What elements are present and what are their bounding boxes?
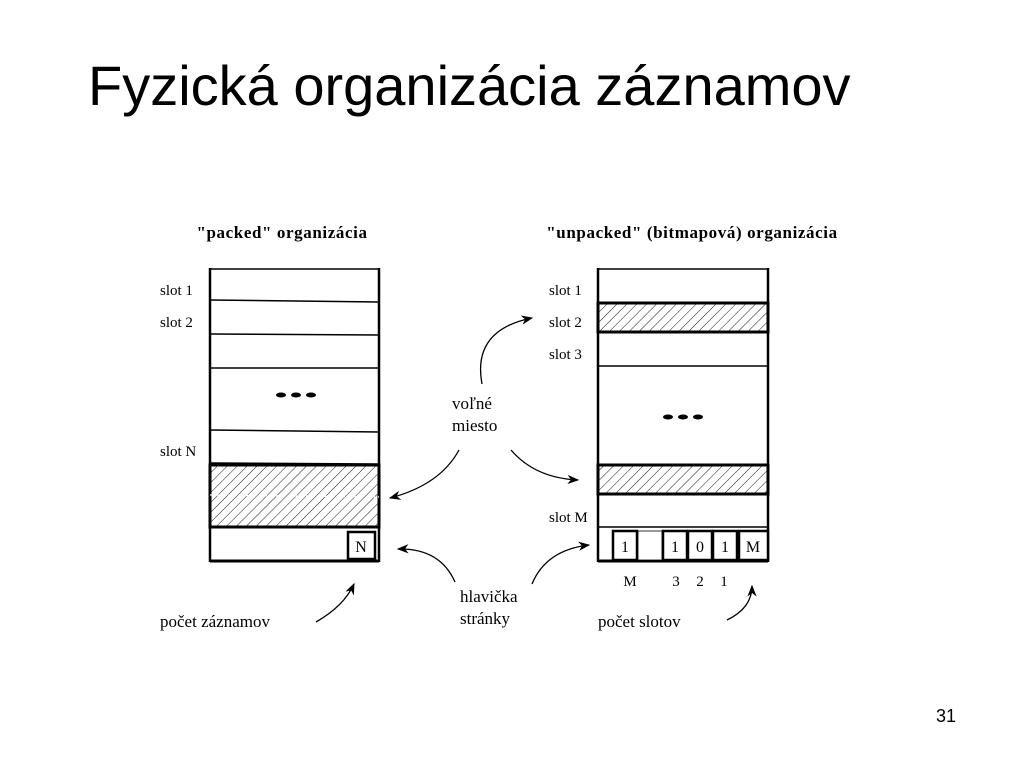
slide-title: Fyzická organizácia záznamov [88, 54, 851, 117]
packed-ellipsis [276, 392, 316, 398]
unpacked-empty-slot [596, 301, 770, 334]
unpacked-caption: počet slotov [598, 612, 681, 631]
packed-slot-divider [209, 429, 380, 433]
bitmap-slot-count: M [746, 539, 760, 556]
unpacked-free-space [596, 463, 770, 496]
free-space-label: voľné [452, 394, 492, 413]
free-space-label: miesto [452, 416, 497, 435]
bitmap-index: 3 [672, 574, 680, 590]
free-space-arrow [510, 449, 580, 485]
unpacked-slot-label: slot 3 [549, 347, 582, 363]
unpacked-page [596, 268, 770, 563]
bitmap-cell [611, 529, 639, 562]
unpacked-slot-label: slot 2 [549, 315, 582, 331]
unpacked-heading: "unpacked" (bitmapová) organizácia [546, 223, 837, 242]
bitmap-bit: 1 [671, 539, 679, 556]
packed-slot-divider [209, 333, 380, 336]
bitmap-bit: 1 [721, 539, 729, 556]
bitmap-index: 1 [720, 574, 728, 590]
page-header-arrow [396, 544, 456, 583]
packed-page [208, 268, 381, 563]
packed-slot-label: slot 2 [160, 315, 193, 331]
page-header-label: stránky [460, 609, 511, 628]
unpacked-caption-arrow [726, 584, 757, 621]
packed-heading: "packed" organizácia [196, 223, 367, 242]
packed-count-value: N [355, 539, 367, 556]
packed-slot-label: slot N [160, 444, 196, 460]
unpacked-slot-label: slot M [549, 510, 588, 526]
page-header-label: hlavička [460, 587, 518, 606]
bitmap-cell [637, 530, 663, 561]
unpacked-slot-label: slot 1 [549, 283, 582, 299]
free-space-arrow [388, 449, 460, 500]
page-number: 31 [936, 706, 957, 726]
packed-caption: počet záznamov [160, 612, 270, 631]
page-header-arrow [531, 541, 591, 585]
bitmap-bit: 1 [621, 539, 629, 556]
packed-count-box [346, 530, 377, 561]
bitmap-index: M [623, 574, 636, 590]
packed-caption-arrow [315, 582, 355, 623]
bitmap-bit: 0 [696, 539, 704, 556]
packed-slot-divider [209, 299, 380, 303]
free-space-arrow [480, 315, 534, 385]
bitmap-index: 2 [696, 574, 704, 590]
bitmap-count-cell [737, 529, 770, 562]
bitmap-cell [711, 529, 739, 562]
packed-slot-label: slot 1 [160, 283, 193, 299]
unpacked-ellipsis [663, 414, 703, 420]
